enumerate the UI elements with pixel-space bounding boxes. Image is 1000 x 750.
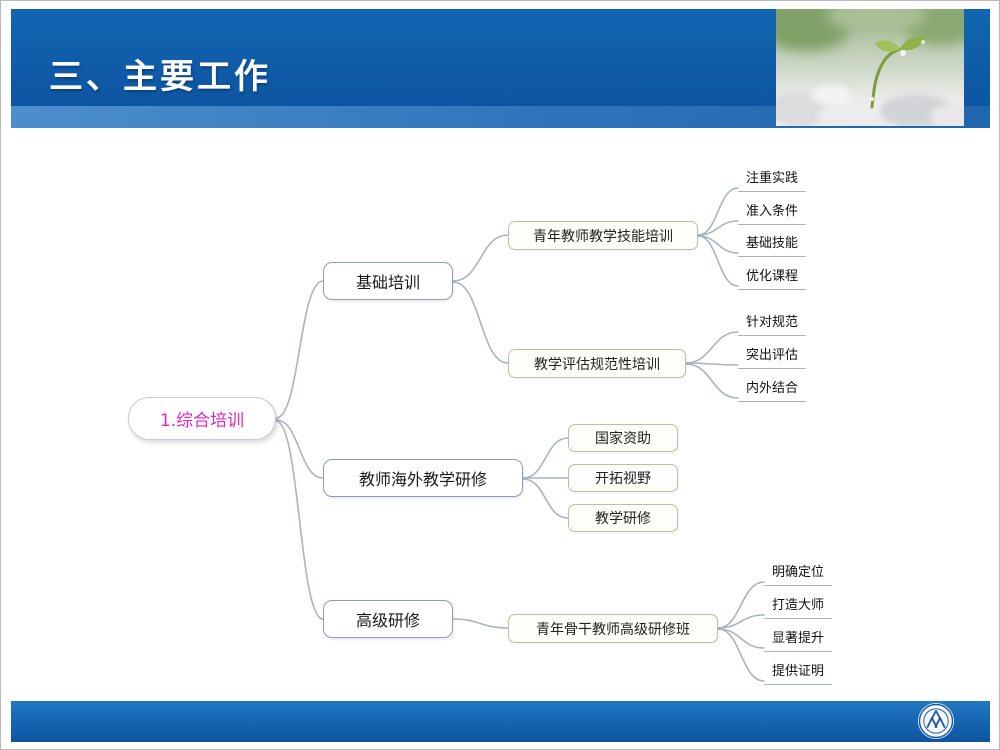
header-banner-accent-strip — [11, 106, 990, 128]
mindmap-leaf: 明确定位 — [764, 561, 832, 586]
university-seal-logo — [917, 702, 955, 740]
mindmap-child-teaching-skills: 青年教师教学技能培训 — [508, 221, 698, 250]
mindmap-child-national-funding: 国家资助 — [568, 424, 678, 452]
mindmap-child-broaden-horizons: 开拓视野 — [568, 464, 678, 492]
mindmap-root-node: 1.综合培训 — [128, 397, 276, 440]
seedling-photo — [776, 9, 964, 126]
seedling-photo-graphic — [776, 9, 964, 126]
mindmap-child-teaching-research: 教学研修 — [568, 504, 678, 532]
mindmap-leaf: 优化课程 — [738, 265, 806, 290]
mindmap-leaf: 提供证明 — [764, 660, 832, 685]
mindmap-leaf: 打造大师 — [764, 594, 832, 619]
slide-title: 三、主要工作 — [49, 57, 271, 97]
mindmap-leaf: 注重实践 — [738, 167, 806, 192]
mindmap-leaf: 基础技能 — [738, 232, 806, 257]
mindmap-child-evaluation-training: 教学评估规范性培训 — [508, 349, 686, 378]
mindmap-branch-basic-training: 基础培训 — [323, 262, 453, 300]
university-seal-icon — [918, 703, 954, 739]
mindmap-leaf: 针对规范 — [738, 311, 806, 336]
mindmap-leaf: 准入条件 — [738, 200, 806, 225]
mindmap-child-backbone-class: 青年骨干教师高级研修班 — [508, 614, 718, 643]
footer-bar — [11, 701, 990, 742]
mindmap-leaf: 突出评估 — [738, 344, 806, 369]
mindmap-leaf: 显著提升 — [764, 627, 832, 652]
mindmap-branch-overseas-training: 教师海外教学研修 — [323, 459, 523, 497]
mindmap-branch-advanced-training: 高级研修 — [323, 600, 453, 638]
mindmap-leaf: 内外结合 — [738, 377, 806, 402]
